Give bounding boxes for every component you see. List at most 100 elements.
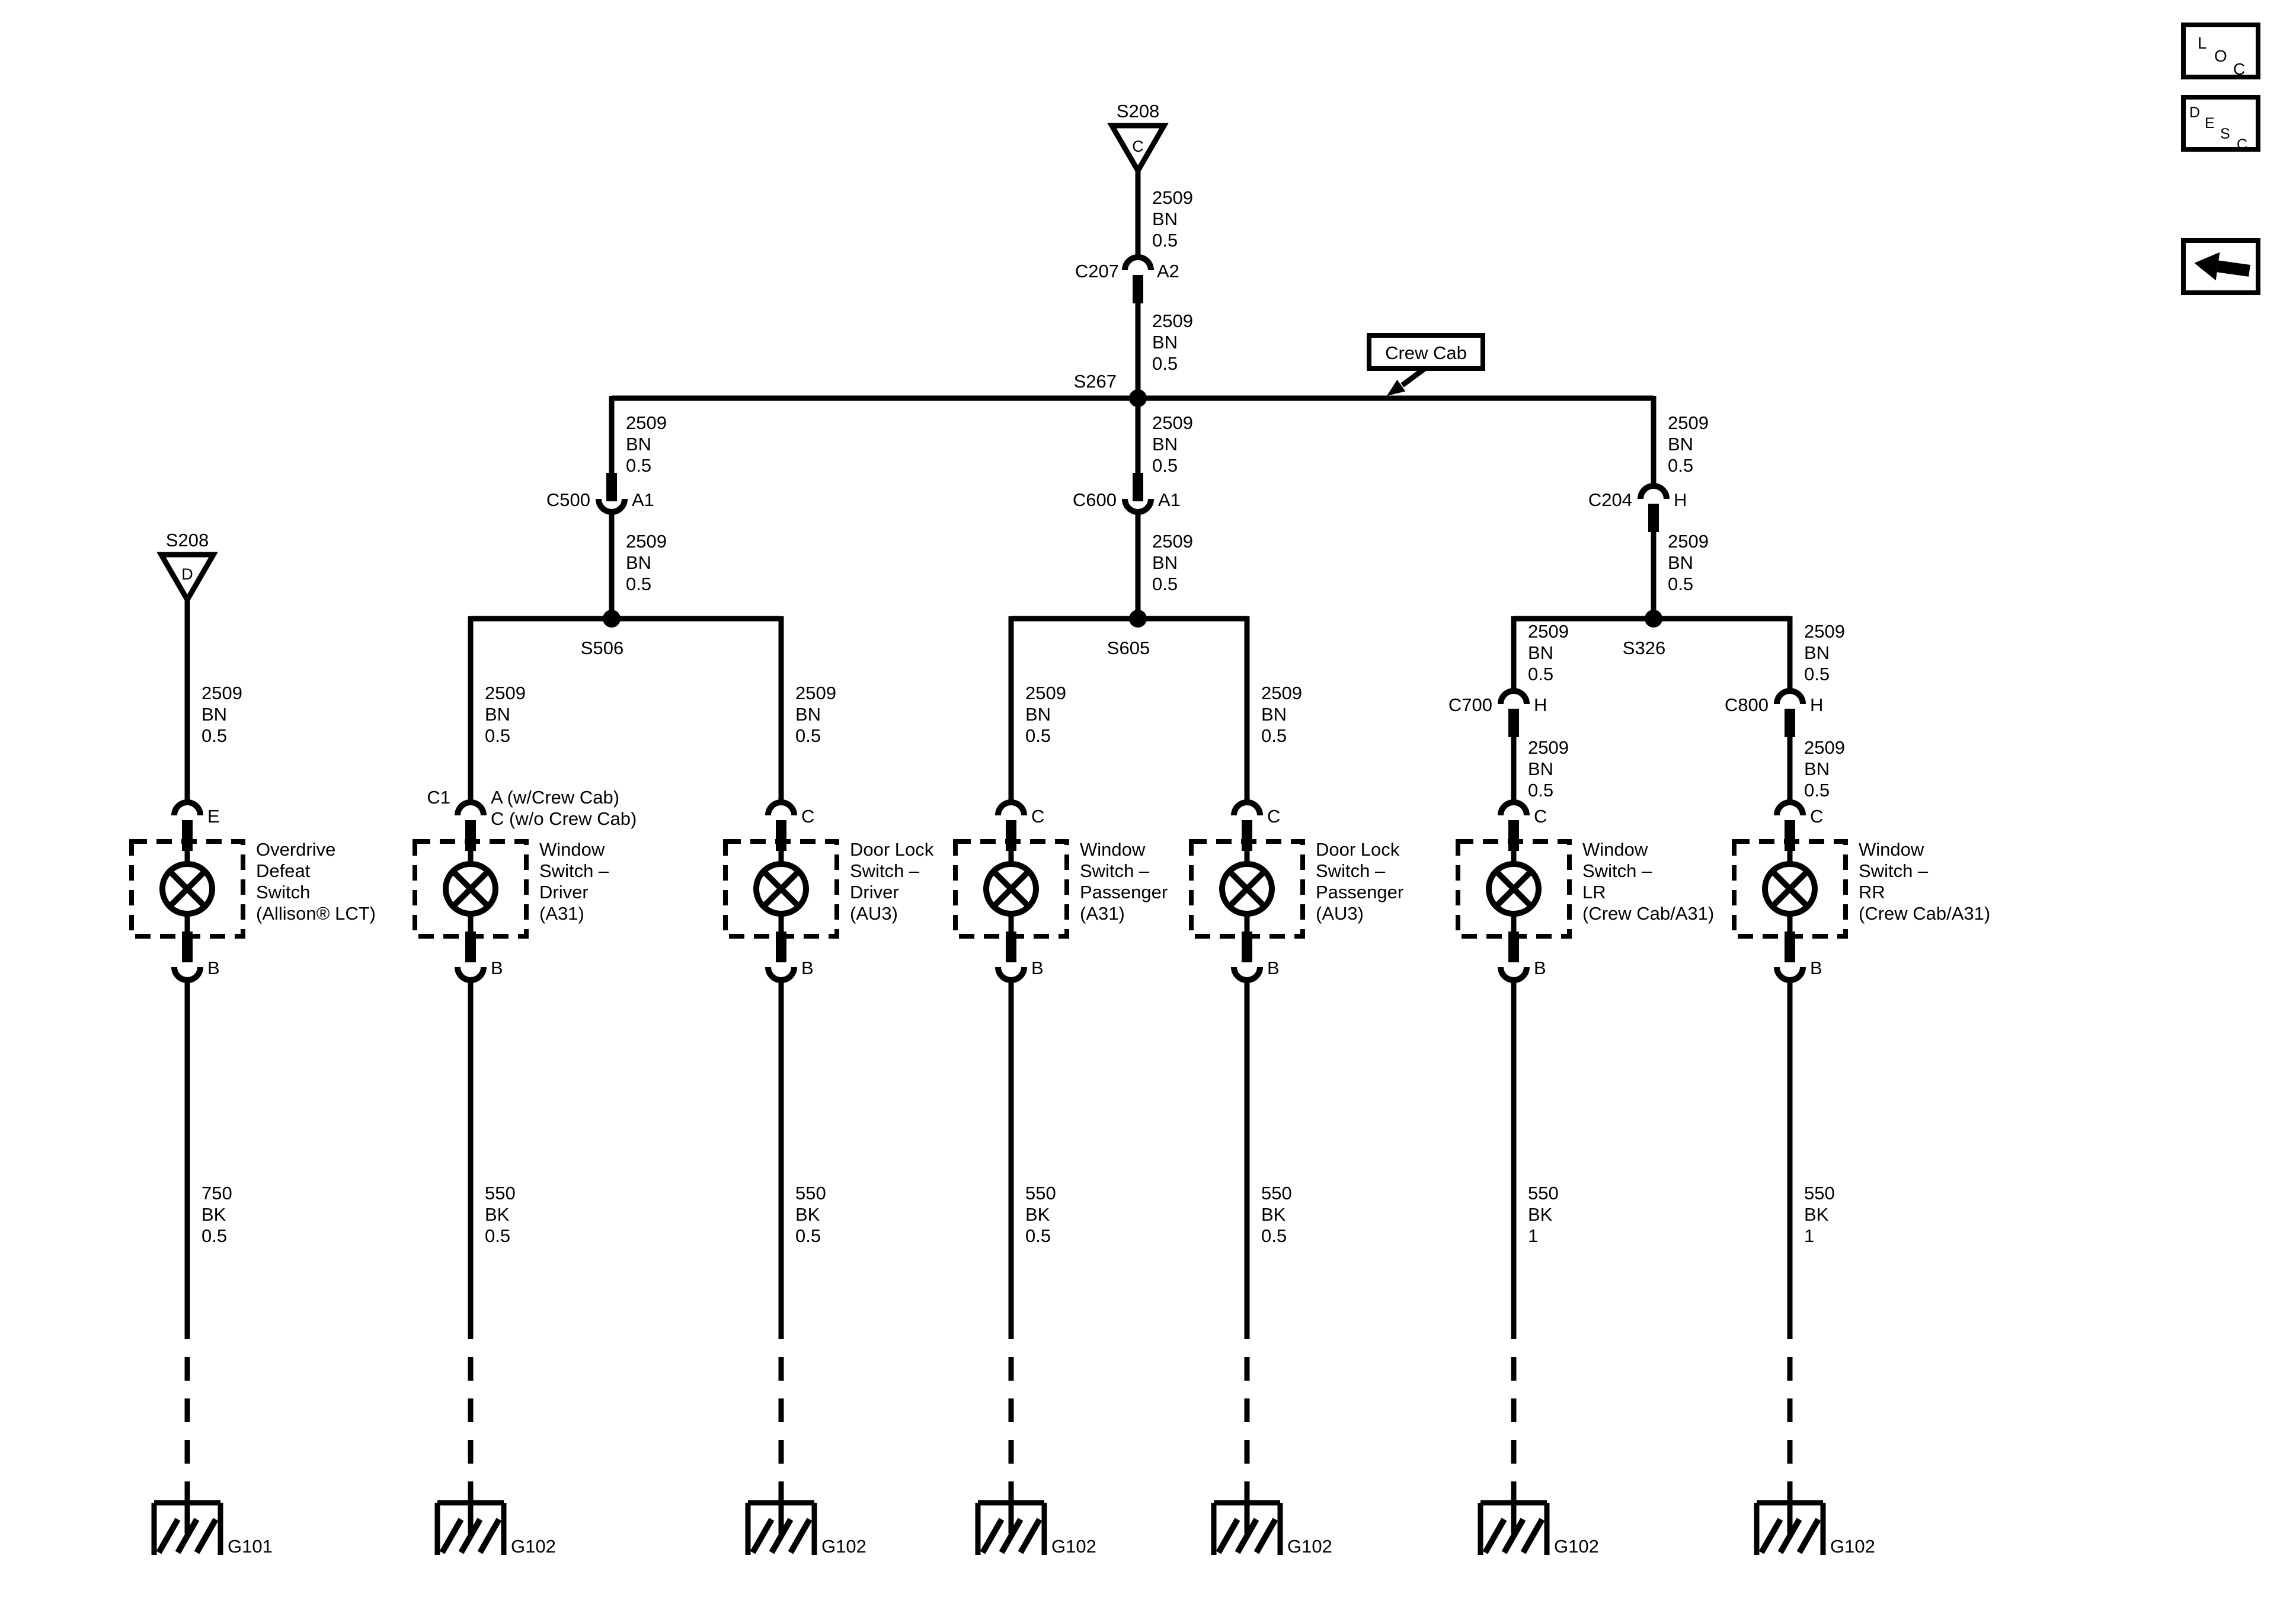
ground-label: G101 (228, 1536, 273, 1557)
pin-label: B (1031, 958, 1044, 978)
splice-label: S326 (1623, 638, 1665, 658)
connector-pin: H (1674, 489, 1687, 510)
connector-blade (1785, 709, 1795, 737)
ground-label: G102 (511, 1536, 556, 1557)
connector-pin: H (1534, 694, 1547, 715)
back-button[interactable] (2181, 238, 2260, 295)
callout-arrow-shaft (1400, 366, 1427, 388)
splice-label: S208 (1117, 101, 1159, 121)
loc-letter: O (2214, 47, 2227, 65)
splice-label: S208 (166, 530, 209, 550)
ground-label: G102 (821, 1536, 866, 1557)
pin-label: B (1534, 958, 1546, 978)
connector-blade (1648, 504, 1659, 532)
connector-name: C204 (1588, 489, 1632, 510)
junction-dot (1129, 610, 1147, 628)
left-arrow-shaft (2217, 260, 2250, 277)
connector-arc (1774, 688, 1806, 705)
desc-letter: E (2205, 115, 2215, 132)
connector-blade (1508, 709, 1519, 737)
connector-name: C800 (1725, 694, 1769, 715)
desc-button[interactable]: D E S C (2181, 95, 2260, 153)
triangle-letter: C (1132, 137, 1144, 155)
connector-arc (1122, 254, 1154, 271)
pin-label: B (1810, 958, 1822, 978)
connector-c500: C500 A1 (546, 473, 654, 515)
desc-letter: C (2237, 136, 2247, 153)
desc-letter: S (2220, 126, 2230, 142)
splice-label: S506 (581, 638, 623, 658)
triangle-letter: D (181, 565, 193, 583)
pin-label: B (801, 958, 814, 978)
connector-c207: C207 A2 (1075, 254, 1179, 303)
pin-label: B (1267, 958, 1280, 978)
pin-label: C (1810, 806, 1823, 827)
connector-name: C500 (546, 489, 590, 510)
loc-button-frame (2181, 23, 2260, 79)
connector-pin: A1 (632, 489, 654, 510)
back-button-frame (2181, 238, 2260, 295)
callout-label: Crew Cab (1385, 343, 1467, 363)
pin-label: C (1267, 806, 1280, 827)
left-arrow-icon (2194, 252, 2250, 281)
connector-pin: A2 (1157, 261, 1179, 281)
crew-cab-callout: Crew Cab (1367, 333, 1485, 396)
ground-label: G102 (1830, 1536, 1875, 1557)
ground-label: G102 (1051, 1536, 1096, 1557)
pin-label: A (w/Crew Cab) (491, 787, 619, 808)
connector-arc (1498, 688, 1530, 705)
connector-blade (1133, 473, 1143, 501)
off-page-triangle-icon (1107, 123, 1169, 176)
pin-label: C (801, 806, 814, 827)
loc-letter: L (2198, 34, 2207, 52)
connector-c204: C204 H (1588, 483, 1687, 532)
feed-source-s208-c: S208 C (1107, 101, 1169, 176)
pin-label: C (w/o Crew Cab) (491, 808, 637, 829)
splice-label: S605 (1107, 638, 1150, 658)
callout-arrow-head (1387, 379, 1406, 396)
connector-blade (606, 473, 617, 501)
left-arrow-head (2194, 252, 2220, 281)
connector-name: C600 (1073, 489, 1117, 510)
pin-label: B (207, 958, 220, 978)
ground-label: G102 (1287, 1536, 1332, 1557)
pin-label: C (1534, 806, 1547, 827)
off-page-triangle-icon (156, 552, 218, 605)
connector-name: C1 (427, 787, 450, 808)
desc-letter: D (2189, 104, 2200, 121)
loc-button[interactable]: L O C (2181, 23, 2260, 79)
